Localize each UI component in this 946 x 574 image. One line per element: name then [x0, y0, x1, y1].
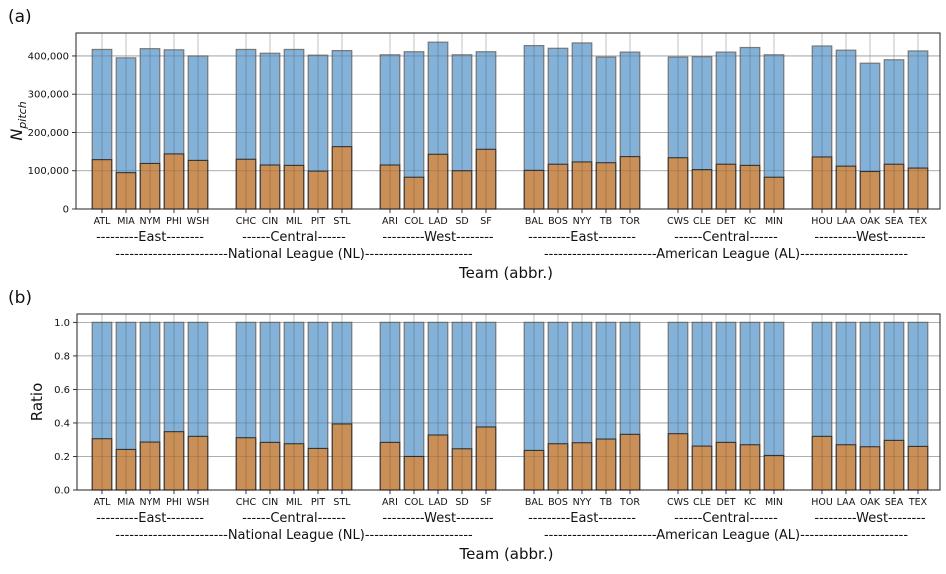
xtick-label-oak: OAK: [860, 497, 881, 508]
division-label: ---------West--------: [382, 511, 493, 526]
league-label: ------------------------National League …: [115, 528, 473, 543]
xtick-label-cws: CWS: [667, 497, 689, 508]
xtick-label-sea: SEA: [885, 216, 904, 227]
xtick-label-hou: HOU: [811, 497, 833, 508]
y-axis-label: Npitch: [7, 101, 29, 140]
xtick-label-cws: CWS: [667, 216, 689, 227]
xtick-label-mia: MIA: [117, 497, 135, 508]
xtick-label-mil: MIL: [286, 497, 303, 508]
ytick-label: 300,000: [28, 90, 69, 101]
xtick-label-bos: BOS: [548, 497, 568, 508]
xtick-label-stl: STL: [333, 497, 351, 508]
panel-label: (b): [8, 288, 32, 308]
xtick-label-kc: KC: [744, 497, 757, 508]
xtick-label-nyy: NYY: [573, 497, 592, 508]
xtick-label-chc: CHC: [236, 216, 257, 227]
xtick-label-sd: SD: [455, 216, 468, 227]
xtick-label-kc: KC: [744, 216, 757, 227]
xtick-label-tb: TB: [599, 497, 612, 508]
division-label: ---------West--------: [814, 511, 925, 526]
ytick-label: 100,000: [28, 166, 69, 177]
league-label: ------------------------American League …: [544, 528, 908, 543]
xtick-label-ari: ARI: [382, 497, 398, 508]
division-label: ---------East--------: [528, 511, 636, 526]
xtick-label-mia: MIA: [117, 216, 135, 227]
division-label: ---------West--------: [382, 230, 493, 245]
axes-frame: [75, 32, 941, 210]
xtick-label-hou: HOU: [811, 216, 833, 227]
xtick-label-sf: SF: [480, 497, 492, 508]
xtick-label-det: DET: [716, 497, 735, 508]
xtick-label-stl: STL: [333, 216, 351, 227]
ytick-label: 0.2: [54, 452, 70, 463]
xtick-label-min: MIN: [765, 216, 783, 227]
xtick-label-nym: NYM: [139, 497, 160, 508]
xtick-label-bos: BOS: [548, 216, 568, 227]
xtick-label-laa: LAA: [837, 497, 856, 508]
ytick-label: 0.6: [54, 385, 70, 396]
ytick-label: 0.4: [54, 418, 70, 429]
xtick-label-oak: OAK: [860, 216, 881, 227]
xtick-label-cin: CIN: [262, 497, 279, 508]
division-label: ---------East--------: [96, 511, 204, 526]
xtick-label-ari: ARI: [382, 216, 398, 227]
ytick-label: 0: [63, 205, 69, 216]
xtick-label-pit: PIT: [311, 497, 326, 508]
y-axis-label: Ratio: [28, 383, 46, 422]
xtick-label-nym: NYM: [139, 216, 160, 227]
division-label: ---------West--------: [814, 230, 925, 245]
ytick-label: 200,000: [28, 128, 69, 139]
xtick-label-phi: PHI: [166, 216, 182, 227]
xtick-label-atl: ATL: [94, 216, 112, 227]
ytick-label: 0.8: [54, 351, 70, 362]
xtick-label-cle: CLE: [693, 497, 711, 508]
xtick-label-tor: TOR: [619, 216, 640, 227]
xtick-label-wsh: WSH: [187, 216, 210, 227]
ytick-label: 400,000: [28, 51, 69, 62]
xtick-label-sea: SEA: [885, 497, 904, 508]
xtick-label-pit: PIT: [311, 216, 326, 227]
xtick-label-tor: TOR: [619, 497, 640, 508]
x-axis-label: Team (abbr.): [459, 545, 554, 563]
xtick-label-tex: TEX: [908, 216, 928, 227]
xtick-label-phi: PHI: [166, 497, 182, 508]
division-label: ---------East--------: [528, 230, 636, 245]
xtick-label-col: COL: [404, 497, 424, 508]
xtick-label-bal: BAL: [525, 497, 544, 508]
ytick-label: 0.0: [54, 486, 70, 497]
xtick-label-lad: LAD: [428, 497, 447, 508]
xtick-label-tb: TB: [599, 216, 612, 227]
xtick-label-col: COL: [404, 216, 424, 227]
xtick-label-cle: CLE: [693, 216, 711, 227]
division-label: ------Central------: [242, 511, 346, 526]
xtick-label-laa: LAA: [837, 216, 856, 227]
xtick-label-chc: CHC: [236, 497, 257, 508]
xtick-label-det: DET: [716, 216, 735, 227]
xtick-label-lad: LAD: [428, 216, 447, 227]
xtick-label-mil: MIL: [286, 216, 303, 227]
x-axis-label: Team (abbr.): [458, 264, 553, 282]
xtick-label-atl: ATL: [94, 497, 112, 508]
panel-label: (a): [8, 7, 32, 27]
division-label: ------Central------: [674, 230, 778, 245]
division-label: ---------East--------: [96, 230, 204, 245]
xtick-label-sf: SF: [480, 216, 492, 227]
xtick-label-tex: TEX: [908, 497, 928, 508]
ytick-label: 1.0: [54, 318, 70, 329]
xtick-label-wsh: WSH: [187, 497, 210, 508]
division-label: ------Central------: [674, 511, 778, 526]
division-label: ------Central------: [242, 230, 346, 245]
axes-frame: [76, 313, 941, 491]
xtick-label-min: MIN: [765, 497, 783, 508]
xtick-label-nyy: NYY: [573, 216, 592, 227]
league-label: ------------------------American League …: [544, 247, 908, 262]
xtick-label-bal: BAL: [525, 216, 544, 227]
xtick-label-cin: CIN: [262, 216, 279, 227]
xtick-label-sd: SD: [455, 497, 468, 508]
league-label: ------------------------National League …: [115, 247, 473, 262]
